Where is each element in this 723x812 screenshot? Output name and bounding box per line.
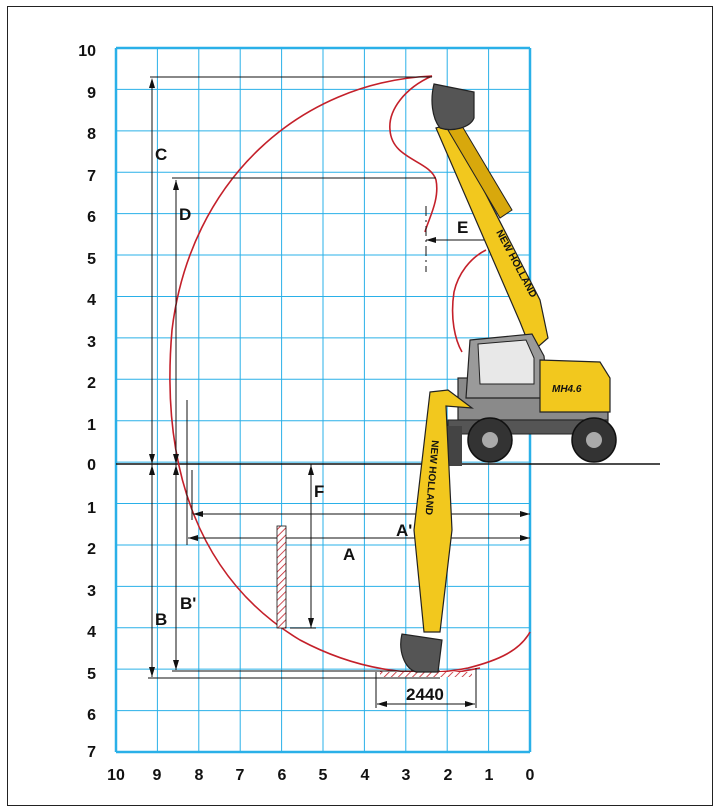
- excavator-lower-arm: NEW HOLLAND: [400, 389, 475, 673]
- dim-width-arrow-left: [377, 701, 387, 707]
- y-tick-8: 8: [87, 126, 96, 143]
- dimension-lines: [148, 76, 530, 708]
- dim-f-arrow-bottom: [308, 618, 314, 628]
- x-tick-6: 6: [278, 767, 287, 784]
- dim-d-arrow-top: [173, 180, 179, 190]
- y-tick-7: 7: [87, 168, 96, 185]
- label-c: C: [155, 145, 167, 164]
- y-tick-1: 1: [87, 417, 96, 434]
- y-tick-4: 4: [87, 292, 96, 309]
- dim-aprime-arrow-right: [520, 511, 530, 517]
- dig-floor-hatch: [380, 672, 472, 677]
- excavator-upper-arm: NEW HOLLAND: [431, 83, 549, 354]
- y-tick-9: 9: [87, 85, 96, 102]
- x-tick-3: 3: [402, 767, 411, 784]
- front-hub: [482, 432, 498, 448]
- dim-b-arrow-bottom: [149, 667, 155, 677]
- dim-width-arrow-right: [465, 701, 475, 707]
- lower-boom: [413, 389, 475, 633]
- dim-c-arrow-bottom: [149, 454, 155, 464]
- label-b-prime: B': [180, 594, 196, 613]
- envelope-inner-upper: [389, 75, 438, 233]
- lower-bucket: [400, 633, 443, 673]
- x-tick-4: 4: [361, 767, 370, 784]
- y-tick-6: 6: [87, 209, 96, 226]
- y-tick-neg6: 6: [87, 707, 96, 724]
- x-tick-2: 2: [444, 767, 453, 784]
- y-tick-10: 10: [78, 43, 96, 60]
- label-f: F: [314, 482, 324, 501]
- label-a-prime: A': [396, 521, 412, 540]
- x-tick-9: 9: [153, 767, 162, 784]
- y-tick-neg2: 2: [87, 541, 96, 558]
- dim-d-arrow-bottom: [173, 454, 179, 464]
- x-tick-10: 10: [107, 767, 125, 784]
- label-b: B: [155, 610, 167, 629]
- dim-a-arrow-left: [188, 535, 198, 541]
- dim-bprime-arrow-bottom: [173, 660, 179, 670]
- y-tick-5: 5: [87, 251, 96, 268]
- y-tick-2: 2: [87, 375, 96, 392]
- dim-aprime-arrow-left: [193, 511, 203, 517]
- envelope-outer-curve: [169, 75, 531, 674]
- y-tick-neg1: 1: [87, 500, 96, 517]
- dim-bprime-arrow-top: [173, 465, 179, 475]
- engine-cover: [539, 359, 611, 413]
- x-tick-5: 5: [319, 767, 328, 784]
- dim-f-arrow-top: [308, 465, 314, 475]
- x-tick-labels: 10 9 8 7 6 5 4 3 2 1 0: [107, 767, 534, 784]
- vertical-wall-hatch: [276, 525, 287, 629]
- cab-window: [477, 339, 535, 385]
- envelope-inner-lower: [451, 249, 487, 353]
- y-tick-0: 0: [87, 457, 96, 474]
- stabilizer: [446, 426, 462, 466]
- dim-b-arrow-top: [149, 465, 155, 475]
- excavator-body: MH4.6: [446, 333, 617, 466]
- y-tick-3: 3: [87, 334, 96, 351]
- label-width-2440: 2440: [406, 685, 444, 704]
- dim-a-arrow-right: [520, 535, 530, 541]
- x-tick-8: 8: [195, 767, 204, 784]
- dim-e-arrow: [426, 237, 436, 243]
- y-tick-neg4: 4: [87, 624, 96, 641]
- model-badge: MH4.6: [552, 384, 582, 395]
- rear-hub: [586, 432, 602, 448]
- label-e: E: [457, 218, 468, 237]
- y-tick-neg5: 5: [87, 666, 96, 683]
- upper-bucket: [431, 83, 475, 131]
- x-tick-0: 0: [526, 767, 535, 784]
- y-tick-neg7: 7: [87, 744, 96, 761]
- y-tick-labels: 10 9 8 7 6 5 4 3 2 1 0 1 2 3 4 5 6 7: [78, 43, 96, 761]
- x-tick-7: 7: [236, 767, 245, 784]
- y-tick-neg3: 3: [87, 583, 96, 600]
- dimension-letters: C D E F A' A B' B 2440: [155, 145, 468, 704]
- label-a: A: [343, 545, 355, 564]
- x-tick-1: 1: [485, 767, 494, 784]
- dim-c-arrow-top: [149, 78, 155, 88]
- label-d: D: [179, 205, 191, 224]
